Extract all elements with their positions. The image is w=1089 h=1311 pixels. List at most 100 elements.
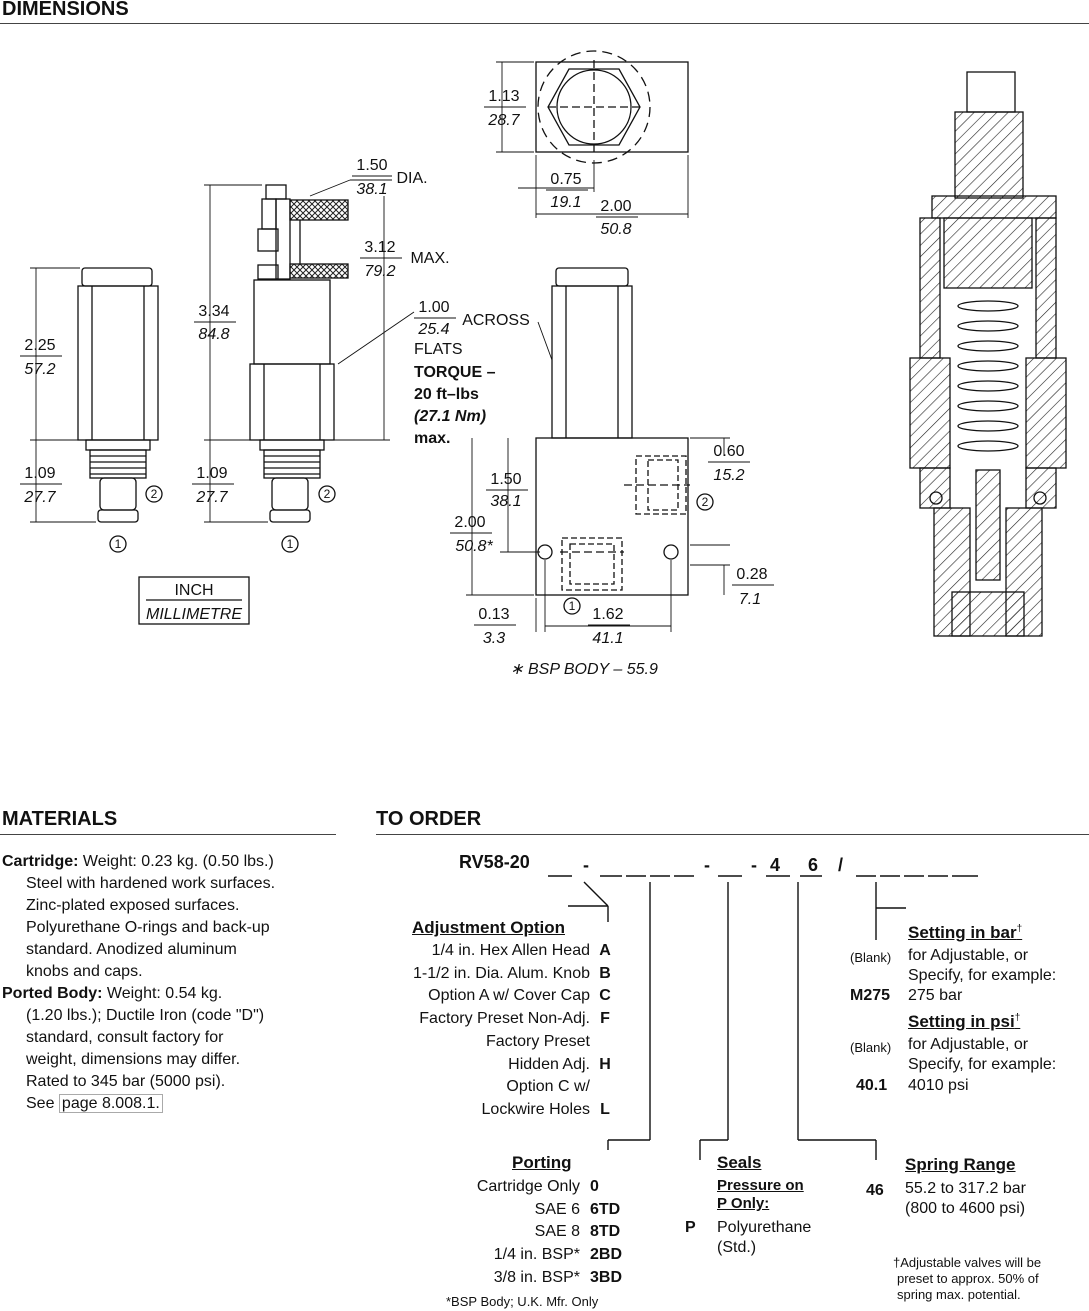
- materials-heading: MATERIALS: [2, 808, 118, 830]
- dim-total-in: 3.34: [198, 303, 229, 320]
- port-2-label: 2: [324, 487, 331, 501]
- dim-flats-line2: FLATS: [414, 341, 463, 358]
- dim-cart-low-in: 1.09: [24, 465, 55, 482]
- svg-text:-: -: [583, 855, 589, 875]
- adjustable-footnote: †Adjustable valves will be preset to app…: [893, 1255, 1042, 1302]
- materials-text: Cartridge: Weight: 0.23 kg. (0.50 lbs.) …: [2, 851, 336, 1115]
- dim-max-in: 3.12: [364, 239, 395, 256]
- torque-line-2: 20 ft–lbs: [414, 386, 479, 403]
- page-link[interactable]: page 8.008.1.: [58, 1094, 163, 1113]
- port-1-label: 1: [287, 537, 294, 551]
- porting-label: SAE 6: [534, 1200, 580, 1218]
- dimensions-heading: DIMENSIONS: [2, 0, 129, 20]
- dim-top-w-in: 0.75: [550, 171, 581, 188]
- cross-section-view: [909, 71, 1067, 637]
- porting-code: 6TD: [590, 1200, 621, 1218]
- seals-title: Seals: [717, 1153, 762, 1172]
- porting-list: Cartridge Only 0 SAE 6 6TD SAE 8 8TD 1/4 in…: [420, 1176, 632, 1290]
- adj-label: Lockwire Holes: [481, 1100, 590, 1118]
- dim-cart-low-mm: 27.7: [23, 489, 56, 506]
- adj-label: Option A w/ Cover Cap: [428, 987, 590, 1005]
- dim-p2-mm: 15.2: [713, 467, 744, 484]
- dim-body-w-mm: 50.8: [600, 221, 631, 238]
- adj-label: Hidden Adj.: [508, 1055, 590, 1073]
- adj-code: F: [600, 1010, 610, 1028]
- dim-body-w-in: 2.00: [600, 198, 631, 215]
- setting-bar-value: 275 bar: [908, 987, 963, 1004]
- bsp-note: ∗ BSP BODY – 55.9: [510, 661, 658, 678]
- port-2-label: 2: [151, 487, 158, 501]
- dim-max-suffix: MAX.: [410, 250, 449, 267]
- svg-text:6: 6: [808, 855, 818, 875]
- dim-flats-mm: 25.4: [417, 321, 449, 338]
- port-1-label: 1: [569, 599, 576, 613]
- order-heading: TO ORDER: [376, 808, 482, 830]
- dim-flats-suffix: ACROSS: [462, 312, 530, 329]
- dimension-lines: [30, 61, 730, 632]
- torque-line-1: TORQUE –: [414, 364, 496, 381]
- spring-value: 55.2 to 317.2 bar: [905, 1180, 1026, 1197]
- port-2-label: 2: [702, 495, 709, 509]
- adj-code: B: [599, 964, 611, 982]
- svg-text:-: -: [704, 855, 710, 875]
- porting-label: SAE 8: [534, 1223, 580, 1241]
- spring-value2: (800 to 4600 psi): [905, 1200, 1026, 1217]
- dim-hex-in: 1.13: [488, 88, 519, 105]
- setting-psi-code: 40.1: [856, 1077, 888, 1094]
- dim-cart-low-in-2: 1.09: [196, 465, 227, 482]
- dim-max-mm: 79.2: [364, 263, 395, 280]
- dim-edge-mm: 3.3: [483, 630, 505, 647]
- dim-cart-low-mm-2: 27.7: [195, 489, 228, 506]
- dim-h200-in: 2.00: [454, 514, 485, 531]
- adj-label: 1-1/2 in. Dia. Alum. Knob: [413, 964, 590, 982]
- legend-millimetre: MILLIMETRE: [146, 606, 242, 623]
- porting-label: Cartridge Only: [476, 1178, 580, 1195]
- materials-rule: [0, 834, 336, 835]
- adj-label: Factory Preset: [485, 1032, 590, 1050]
- dim-cart-height-mm: 57.2: [24, 361, 55, 378]
- adjustment-title: Adjustment Option: [412, 918, 565, 937]
- setting-psi-value: 4010 psi: [908, 1077, 969, 1094]
- dim-edge-in: 0.13: [478, 606, 509, 623]
- cartridge-label: Cartridge:: [2, 853, 79, 870]
- cartridge-front-view: [77, 267, 159, 523]
- port-1-label: 1: [115, 537, 122, 551]
- body-label: Ported Body:: [2, 985, 103, 1002]
- cartridge-knob-view: [249, 184, 349, 523]
- dim-flats-in: 1.00: [418, 299, 449, 316]
- dim-h200-mm: 50.8*: [455, 538, 493, 555]
- dim-top-w-mm: 19.1: [550, 194, 581, 211]
- setting-psi-line2: Specify, for example:: [908, 1056, 1057, 1073]
- adj-label: Factory Preset Non-Adj.: [419, 1010, 590, 1028]
- porting-note: *BSP Body; U.K. Mfr. Only: [446, 1294, 599, 1309]
- body-line: weight, dimensions may differ.: [26, 1051, 241, 1068]
- setting-bar-title: Setting in bar†: [908, 923, 1023, 942]
- porting-code: 8TD: [590, 1223, 621, 1241]
- dim-knob-dia-mm: 38.1: [356, 181, 387, 198]
- body-front-view: [535, 267, 690, 596]
- adj-code: A: [599, 942, 611, 959]
- seals-sub1: Pressure on: [717, 1177, 804, 1194]
- dim-p2-in: 0.60: [713, 443, 744, 460]
- dim-h150-mm: 38.1: [490, 493, 521, 510]
- torque-line-3: (27.1 Nm): [414, 408, 486, 425]
- body-line: (1.20 lbs.); Ductile Iron (code "D"): [26, 1007, 265, 1024]
- setting-bar-blank: (Blank): [850, 950, 892, 965]
- dim-cart-height-in: 2.25: [24, 337, 55, 354]
- porting-label: 1/4 in. BSP*: [493, 1246, 580, 1264]
- setting-psi-line1: for Adjustable, or: [908, 1036, 1029, 1053]
- porting-code: 0: [590, 1178, 599, 1195]
- dim-total-mm: 84.8: [198, 326, 229, 343]
- setting-bar-line1: for Adjustable, or: [908, 947, 1029, 964]
- seals-code: P: [685, 1219, 696, 1236]
- body-line: standard, consult factory for: [26, 1029, 224, 1046]
- spring-title: Spring Range: [905, 1155, 1016, 1174]
- torque-line-4: max.: [414, 430, 450, 447]
- legend-box: [138, 576, 250, 625]
- dim-h150-in: 1.50: [490, 471, 521, 488]
- cartridge-line: knobs and caps.: [26, 963, 143, 980]
- body-line: Rated to 345 bar (5000 psi).: [26, 1073, 226, 1090]
- dim-mount-in: 0.28: [736, 566, 767, 583]
